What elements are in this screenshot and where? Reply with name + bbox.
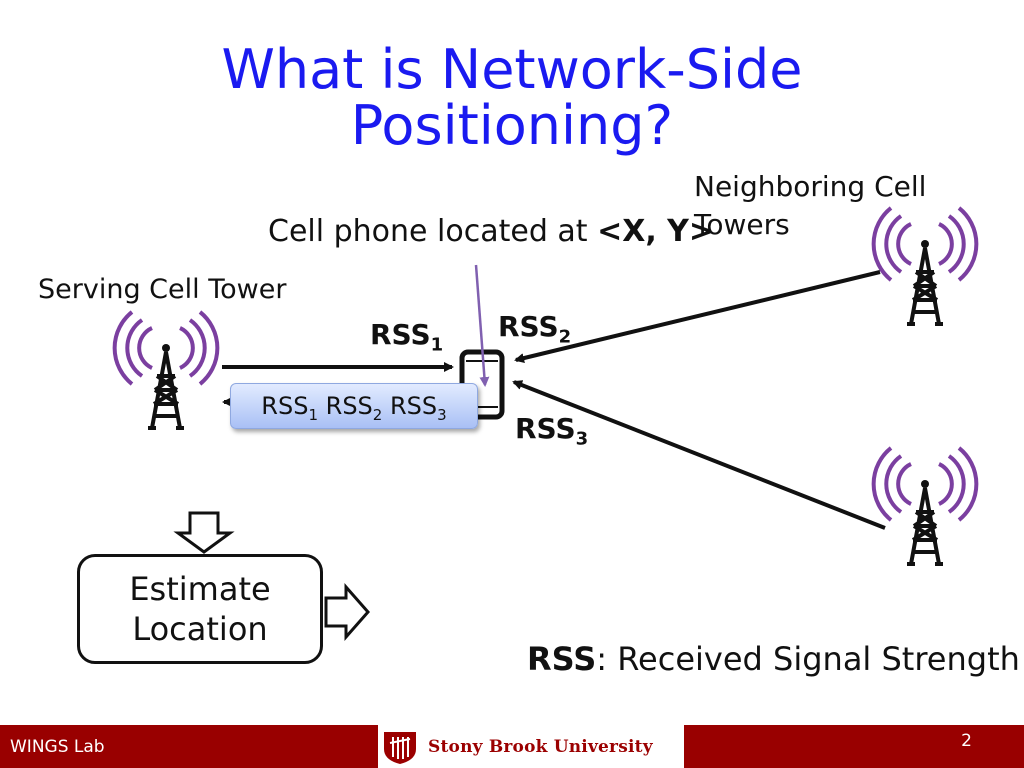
page-number: 2 [961, 731, 972, 751]
university-logo: Stony Brook University [378, 725, 684, 768]
rss2-label: RSS2 [498, 310, 571, 348]
rss3-sub: 3 [575, 428, 589, 450]
footer-bar: WINGS Lab Stony Brook University 2 [0, 725, 1024, 768]
rss1-label: RSS1 [370, 318, 443, 356]
down-arrow-icon [173, 511, 235, 554]
cell-phone-coords: <X, Y> [597, 214, 715, 249]
rss3-label: RSS3 [515, 412, 588, 450]
cell-phone-caption-prefix: Cell phone located at [268, 214, 598, 249]
neighbor-tower-bottom-icon [871, 446, 979, 566]
title-line-2: Positioning? [350, 94, 674, 157]
footer-lab-name: WINGS Lab [10, 737, 105, 757]
serving-tower-label: Serving Cell Tower [38, 274, 287, 305]
slide-title: What is Network-Side Positioning? [0, 42, 1024, 154]
university-name: Stony Brook University [428, 736, 653, 757]
estimate-line2: Location [132, 610, 268, 648]
rss2-base: RSS [498, 310, 559, 343]
report-item-1: RSS1 [261, 392, 318, 424]
rss2-arrow [514, 270, 881, 363]
rss2-sub: 2 [558, 326, 572, 348]
legend-term: RSS [527, 640, 597, 678]
rss3-arrow [512, 380, 886, 530]
rss1-base: RSS [370, 318, 431, 351]
phone-pointer-line [474, 264, 490, 387]
university-shield-icon [384, 731, 416, 764]
cell-phone-caption: Cell phone located at <X, Y> [268, 214, 714, 249]
estimate-location-box: Estimate Location [77, 554, 323, 664]
rss1-sub: 1 [430, 334, 444, 356]
right-arrow-icon [324, 583, 370, 641]
legend-definition: : Received Signal Strength [596, 640, 1020, 678]
neighbor-tower-top-icon [871, 206, 979, 326]
rss-legend: RSS: Received Signal Strength [527, 640, 1020, 678]
report-item-2: RSS2 [325, 392, 383, 424]
title-line-1: What is Network-Side [221, 38, 803, 101]
serving-tower-icon [112, 310, 220, 430]
report-item-3: RSS3 [389, 392, 447, 424]
neighboring-label-line2: Towers [694, 208, 790, 241]
rss3-base: RSS [515, 412, 576, 445]
neighboring-label-line1: Neighboring Cell [694, 170, 927, 203]
rss-report-message: RSS1 RSS2 RSS3 [230, 383, 478, 429]
estimate-line1: Estimate [129, 570, 271, 608]
